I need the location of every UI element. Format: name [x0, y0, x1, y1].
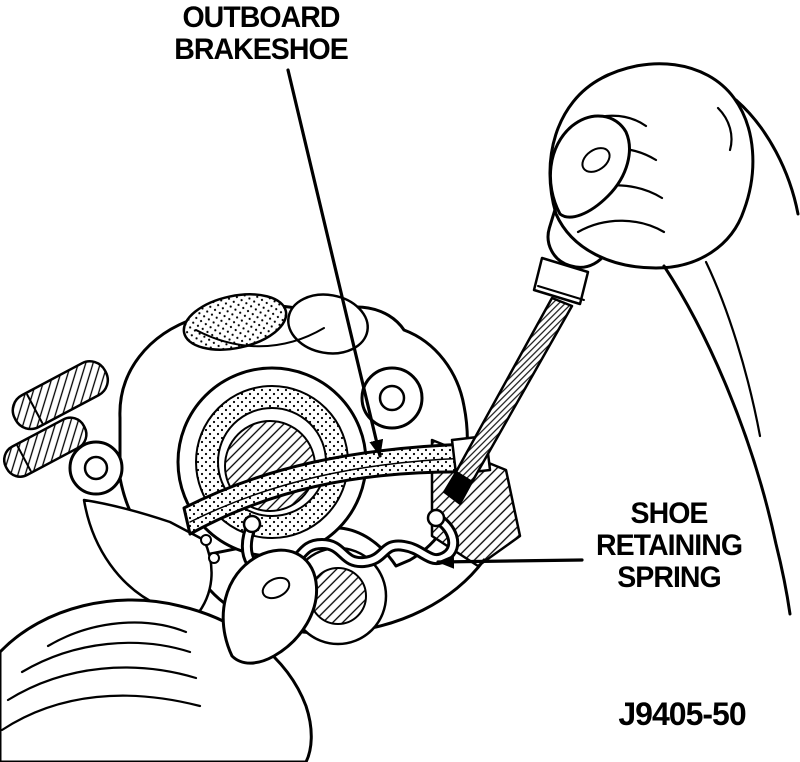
mounting-ear-left	[68, 440, 124, 496]
right-hand	[548, 62, 800, 616]
callout-outboard-brakeshoe: OUTBOARD BRAKESHOE	[174, 1, 349, 66]
left-finger-creases	[0, 621, 202, 732]
leader-arrow-outboard-brakeshoe	[286, 68, 384, 458]
callout-shoe-retaining-spring: SHOE RETAINING SPRING	[595, 497, 743, 594]
screwdriver-shaft	[454, 296, 574, 484]
mounting-ear-right	[360, 366, 424, 430]
figure-number: J9405-50	[618, 696, 746, 732]
leader-arrows	[286, 68, 584, 569]
right-thumbnail	[581, 147, 611, 173]
left-thumbnail	[261, 576, 291, 600]
caliper-guide-pins	[2, 360, 110, 478]
right-forearm	[662, 98, 800, 616]
screwdriver-tip	[443, 471, 473, 505]
caliper-boot-right	[287, 293, 369, 355]
left-hand	[0, 548, 319, 762]
caliper-bridge-line	[195, 327, 325, 348]
leader-arrow-shoe-retaining-spring	[436, 554, 584, 569]
left-thumb	[221, 548, 319, 665]
